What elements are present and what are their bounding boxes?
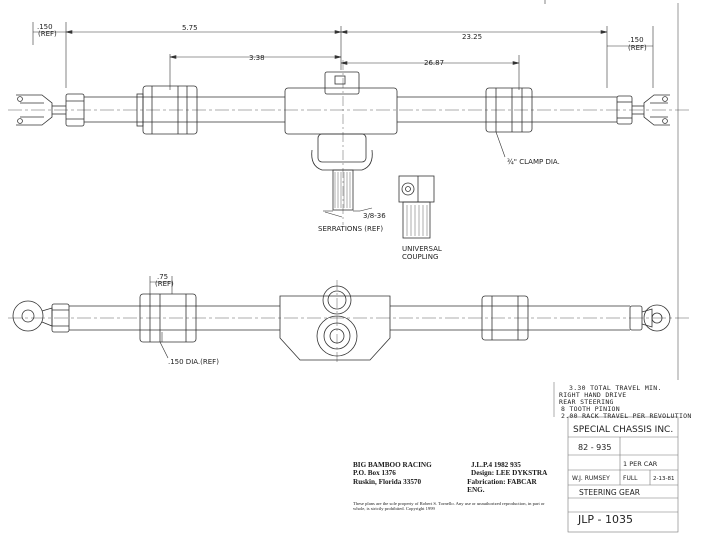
company-block: BIG BAMBOO RACING J.L.P.4 1982 935 P.O. … xyxy=(353,461,553,512)
spec-line-3: REAR STEERING xyxy=(559,398,614,406)
company-box: P.O. Box 1376 xyxy=(353,469,396,478)
left-clevis xyxy=(16,93,85,127)
dim-clamp-dia: ¾" CLAMP DIA. xyxy=(507,158,560,166)
top-right-clamp xyxy=(485,87,533,133)
dim-75-ref: (REF) xyxy=(155,280,174,288)
dimension-texts: .150 (REF) 5.75 23.25 .150 (REF) 3.38 26… xyxy=(37,23,647,366)
spec-line-2: RIGHT HAND DRIVE xyxy=(559,391,626,399)
dim-75: .75 xyxy=(157,273,168,281)
copyright-notice: These plans are the sole property of Rob… xyxy=(353,500,545,512)
top-left-clamp xyxy=(136,85,198,135)
pinion-leaders xyxy=(323,131,506,218)
spec-line-4: 8 TOOTH PINION xyxy=(561,405,620,413)
tb-dwg-no: JLP - 1035 xyxy=(577,513,633,526)
universal-coupling xyxy=(398,175,435,239)
top-dimension-lines xyxy=(32,22,654,90)
bottom-left-clamp xyxy=(139,293,197,343)
tb-part-no: 82 - 935 xyxy=(578,443,611,452)
label-coupling: COUPLING xyxy=(402,253,438,261)
dim-thread: 3/8-36 xyxy=(363,212,386,220)
design-credit: Design: LEE DYKSTRA xyxy=(471,469,548,478)
tb-date: 2-13-81 xyxy=(653,476,674,482)
dim-150-left: .150 xyxy=(37,23,53,31)
spec-line-5: 2.00 RACK TRAVEL PER REVOLUTION xyxy=(561,412,692,420)
bottom-rack-tube xyxy=(69,305,630,331)
drawing-number: J.L.P.4 1982 935 xyxy=(471,461,521,469)
left-rod-end xyxy=(12,300,70,333)
bottom-dimension-lines xyxy=(149,276,173,359)
spec-line-1: 3.30 TOTAL TRAVEL MIN. xyxy=(569,384,662,392)
tb-qty: 1 PER CAR xyxy=(623,460,658,468)
dim-ref-right: (REF) xyxy=(628,44,647,52)
right-clevis xyxy=(616,94,670,126)
title-block-texts: SPECIAL CHASSIS INC. 82 - 935 1 PER CAR … xyxy=(572,425,674,526)
right-rod-end xyxy=(629,304,671,332)
dim-2325: 23.25 xyxy=(462,33,482,41)
dim-150-right: .150 xyxy=(628,36,644,44)
bottom-gear-housing xyxy=(279,280,391,365)
company-city: Ruskin, Florida 33570 xyxy=(353,477,422,486)
tb-header: SPECIAL CHASSIS INC. xyxy=(573,425,673,435)
label-universal: UNIVERSAL xyxy=(402,245,442,253)
company-name: BIG BAMBOO RACING xyxy=(353,461,432,469)
tb-drawn-by: W.J. RUMSEY xyxy=(572,475,610,482)
dim-575: 5.75 xyxy=(182,24,198,32)
top-rack-tube xyxy=(84,96,617,123)
dim-2687: 26.87 xyxy=(424,59,444,67)
dim-ref-left: (REF) xyxy=(38,30,57,38)
bottom-right-clamp xyxy=(481,295,529,341)
tb-scale: FULL xyxy=(623,475,638,482)
dim-150-dia: .150 DIA.(REF) xyxy=(168,358,219,366)
tb-title: STEERING GEAR xyxy=(579,488,640,497)
top-gear-housing xyxy=(284,60,398,225)
fabrication-credit: Fabrication: FABCAR ENG. xyxy=(467,477,537,495)
dim-serrations: SERRATIONS (REF) xyxy=(318,225,383,233)
dim-338: 3.38 xyxy=(249,54,265,62)
spec-notes: 3.30 TOTAL TRAVEL MIN. RIGHT HAND DRIVE … xyxy=(559,384,692,420)
title-block-grid xyxy=(553,382,679,533)
